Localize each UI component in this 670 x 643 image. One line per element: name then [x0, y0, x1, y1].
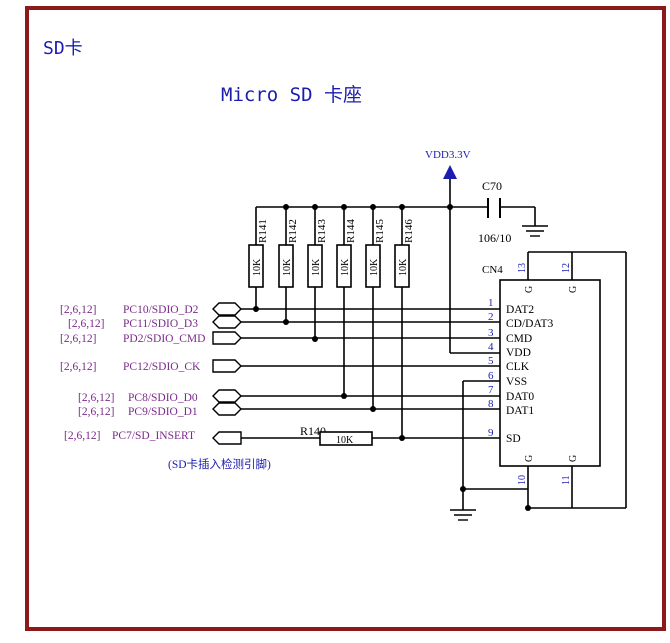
pullup-r143: R143 10K — [307, 207, 328, 339]
detect-pin-note: (SD卡插入检测引脚) — [168, 457, 271, 471]
signal-ref: [2,6,12] — [78, 392, 114, 404]
svg-text:CMD: CMD — [506, 333, 532, 345]
signal-name: PC9/SDIO_D1 — [128, 406, 198, 418]
pullup-ref: R146 — [403, 219, 415, 243]
svg-text:DAT1: DAT1 — [506, 405, 534, 417]
signal-pd2: [2,6,12] PD2/SDIO_CMD — [60, 331, 500, 345]
sheet-border — [25, 6, 666, 631]
output-port-icon — [212, 359, 242, 373]
signal-pc10: [2,6,12] PC10/SDIO_D2 — [60, 302, 500, 316]
signal-name: PD2/SDIO_CMD — [123, 333, 205, 345]
svg-text:DAT0: DAT0 — [506, 391, 534, 403]
capacitor-ref: C70 — [482, 179, 502, 193]
signal-ref: [2,6,12] — [68, 318, 104, 330]
signal-pc9: [2,6,12] PC9/SDIO_D1 — [78, 402, 500, 418]
series-resistor-body — [319, 431, 373, 446]
pullup-ref: R145 — [374, 219, 386, 243]
signal-name: PC10/SDIO_D2 — [123, 304, 199, 316]
pin-number: 12 — [561, 263, 572, 273]
pullup-value: 10K — [282, 258, 293, 276]
svg-text:6: 6 — [488, 370, 494, 382]
signal-name: PC8/SDIO_D0 — [128, 392, 198, 404]
pullup-value: 10K — [398, 258, 409, 276]
pullup-ref: R143 — [316, 219, 328, 243]
pullup-ref: R142 — [287, 219, 299, 243]
pin-name: G — [568, 286, 579, 293]
connector-pin-numbers: 1 2 3 4 5 6 7 8 9 — [488, 297, 494, 439]
pullup-ref: R144 — [345, 219, 357, 243]
pullup-r146: R146 10K — [394, 207, 415, 438]
svg-text:VDD: VDD — [506, 347, 531, 359]
pullup-r142: R142 10K — [278, 207, 299, 322]
pin-name: G — [524, 455, 535, 462]
svg-text:CD/DAT3: CD/DAT3 — [506, 318, 554, 330]
svg-text:9: 9 — [488, 427, 494, 439]
series-resistor-value: 10K — [336, 435, 354, 446]
pullup-value: 10K — [252, 258, 263, 276]
pullup-value: 10K — [340, 258, 351, 276]
signal-name: PC11/SDIO_D3 — [123, 318, 198, 330]
power-net-label: VDD3.3V — [425, 149, 471, 161]
pullup-value: 10K — [311, 258, 322, 276]
signal-ref: [2,6,12] — [60, 304, 96, 316]
svg-text:SD: SD — [506, 433, 521, 445]
capacitor-value: 106/10 — [478, 231, 511, 245]
signal-name: PC7/SD_INSERT — [112, 430, 195, 442]
power-arrow-icon — [443, 165, 457, 179]
svg-text:CLK: CLK — [506, 361, 530, 373]
signal-pc7: [2,6,12] PC7/SD_INSERT — [64, 430, 500, 445]
svg-text:1: 1 — [488, 297, 494, 309]
connector-ref: CN4 — [482, 264, 503, 276]
bidir-port-icon — [212, 302, 242, 316]
pin-name: G — [524, 286, 535, 293]
bidir-port-icon — [212, 402, 242, 416]
signal-pc8: [2,6,12] PC8/SDIO_D0 — [78, 389, 500, 404]
pin-number: 10 — [517, 475, 528, 485]
pin-name: G — [568, 455, 579, 462]
svg-text:3: 3 — [488, 327, 494, 339]
signal-ref: [2,6,12] — [60, 361, 96, 373]
junction-dots — [253, 204, 531, 511]
signal-ref: [2,6,12] — [60, 333, 96, 345]
svg-text:4: 4 — [488, 341, 494, 353]
signal-ref: [2,6,12] — [78, 406, 114, 418]
svg-text:5: 5 — [488, 355, 494, 367]
pullup-value: 10K — [369, 258, 380, 276]
output-port-icon — [212, 331, 242, 345]
svg-text:7: 7 — [488, 384, 494, 396]
pullup-r144: R144 10K — [336, 207, 357, 396]
signal-pc11: [2,6,12] PC11/SDIO_D3 — [68, 315, 500, 330]
signal-name: PC12/SDIO_CK — [123, 361, 201, 373]
svg-text:VSS: VSS — [506, 376, 527, 388]
bidir-port-icon — [212, 389, 242, 403]
pullup-r145: R145 10K — [365, 207, 386, 409]
sheet-title: SD卡 — [43, 38, 83, 59]
input-port-icon — [212, 431, 242, 445]
pullup-ref: R141 — [257, 219, 269, 243]
signal-pc12: [2,6,12] PC12/SDIO_CK — [60, 359, 500, 373]
pin-number: 11 — [561, 475, 572, 485]
bidir-port-icon — [212, 315, 242, 329]
svg-text:DAT2: DAT2 — [506, 304, 534, 316]
svg-text:8: 8 — [488, 398, 494, 410]
pullup-r141: R141 10K — [248, 207, 269, 309]
svg-text:2: 2 — [488, 311, 494, 323]
connector-title: Micro SD 卡座 — [221, 84, 362, 106]
pin-number: 13 — [517, 263, 528, 273]
connector-pin-names: DAT2 CD/DAT3 CMD VDD CLK VSS DAT0 DAT1 S… — [506, 304, 554, 445]
connector-body — [499, 279, 601, 467]
signal-ref: [2,6,12] — [64, 430, 100, 442]
